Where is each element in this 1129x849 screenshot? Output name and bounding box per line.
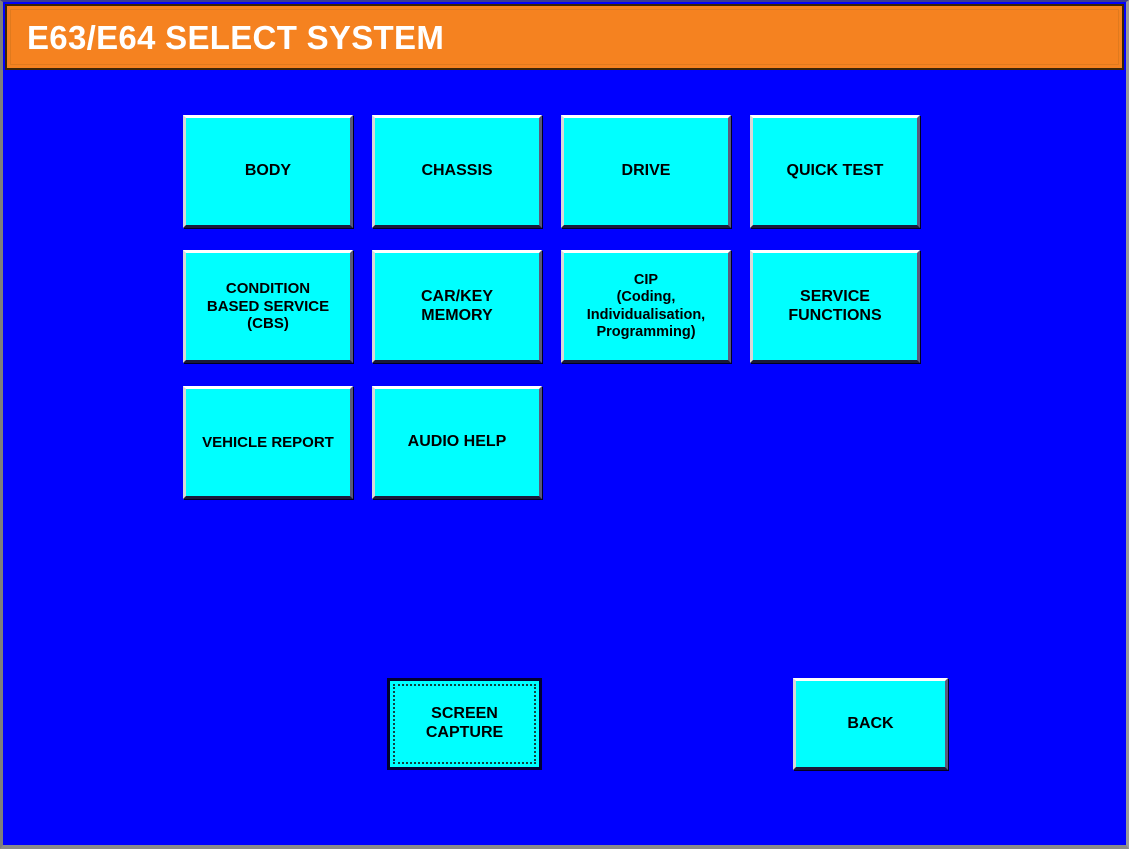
menu-button-chassis[interactable]: CHASSIS xyxy=(372,115,542,228)
menu-button-label: DRIVE xyxy=(621,162,671,180)
menu-button-car-key-memory[interactable]: CAR/KEY MEMORY xyxy=(372,250,542,363)
menu-button-label: SERVICE FUNCTIONS xyxy=(788,287,882,324)
menu-button-quick-test[interactable]: QUICK TEST xyxy=(750,115,920,228)
menu-button-body[interactable]: BODY xyxy=(183,115,353,228)
screen-capture-button[interactable]: SCREEN CAPTURE xyxy=(387,678,542,770)
menu-button-drive[interactable]: DRIVE xyxy=(561,115,731,228)
title-bar: E63/E64 SELECT SYSTEM xyxy=(5,4,1124,70)
menu-button-label: CAR/KEY MEMORY xyxy=(420,287,493,324)
menu-button-label: QUICK TEST xyxy=(786,162,884,180)
back-label: BACK xyxy=(847,714,894,732)
back-button[interactable]: BACK xyxy=(793,678,948,770)
menu-button-audio-help[interactable]: AUDIO HELP xyxy=(372,386,542,499)
page-title: E63/E64 SELECT SYSTEM xyxy=(27,18,445,56)
menu-button-label: CHASSIS xyxy=(421,162,493,180)
menu-button-label: VEHICLE REPORT xyxy=(202,433,334,451)
menu-button-condition-based-service[interactable]: CONDITION BASED SERVICE (CBS) xyxy=(183,250,353,363)
menu-button-label: AUDIO HELP xyxy=(407,433,507,451)
screen-capture-label: SCREEN CAPTURE xyxy=(425,705,504,741)
select-system-screen: E63/E64 SELECT SYSTEM BODY CHASSIS DRIVE… xyxy=(3,2,1126,845)
menu-button-label: CONDITION BASED SERVICE (CBS) xyxy=(206,279,330,333)
menu-button-cip[interactable]: CIP (Coding, Individualisation, Programm… xyxy=(561,250,731,363)
menu-button-service-functions[interactable]: SERVICE FUNCTIONS xyxy=(750,250,920,363)
menu-button-vehicle-report[interactable]: VEHICLE REPORT xyxy=(183,386,353,499)
menu-button-label: CIP (Coding, Individualisation, Programm… xyxy=(586,272,706,340)
menu-button-label: BODY xyxy=(244,162,292,180)
